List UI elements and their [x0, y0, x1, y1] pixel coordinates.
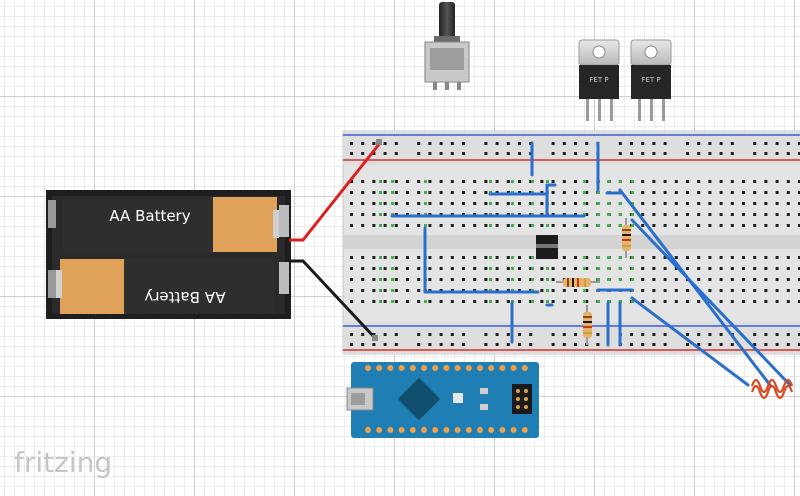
fet-transistor-2[interactable]: FET P	[630, 39, 672, 121]
breadboard[interactable]	[342, 130, 800, 355]
battery-label-2: AA Battery	[144, 288, 225, 306]
fet-transistor-1[interactable]: FET P	[578, 39, 620, 121]
jumper-wire	[630, 296, 750, 387]
fet-label-1: FET P	[589, 76, 608, 84]
battery-pack[interactable]: AA Battery AA Battery	[46, 190, 291, 319]
small-transistor[interactable]	[536, 235, 558, 259]
jumper-wires[interactable]	[390, 141, 792, 387]
red-wire[interactable]	[289, 142, 382, 242]
arduino-pin-headers	[365, 365, 528, 433]
black-wire[interactable]	[289, 259, 377, 340]
fet-label-2: FET P	[641, 76, 660, 84]
resistor-1[interactable]	[622, 218, 631, 258]
battery-label-1: AA Battery	[109, 207, 190, 225]
battery-cell-2: AA Battery	[56, 259, 274, 314]
resistor-3[interactable]	[583, 305, 592, 345]
jumper-wire	[630, 218, 792, 387]
icsp-header	[512, 384, 532, 414]
arduino-nano[interactable]	[346, 362, 539, 438]
coil-antenna[interactable]	[750, 378, 794, 400]
fritzing-logo: fritzing	[14, 446, 112, 479]
power-rail-bottom	[343, 322, 800, 354]
center-channel	[343, 235, 800, 249]
resistor-2[interactable]	[556, 278, 600, 287]
battery-cell-1: AA Battery	[63, 197, 279, 252]
potentiometer[interactable]	[424, 2, 470, 90]
microcontroller-chip	[397, 377, 441, 421]
